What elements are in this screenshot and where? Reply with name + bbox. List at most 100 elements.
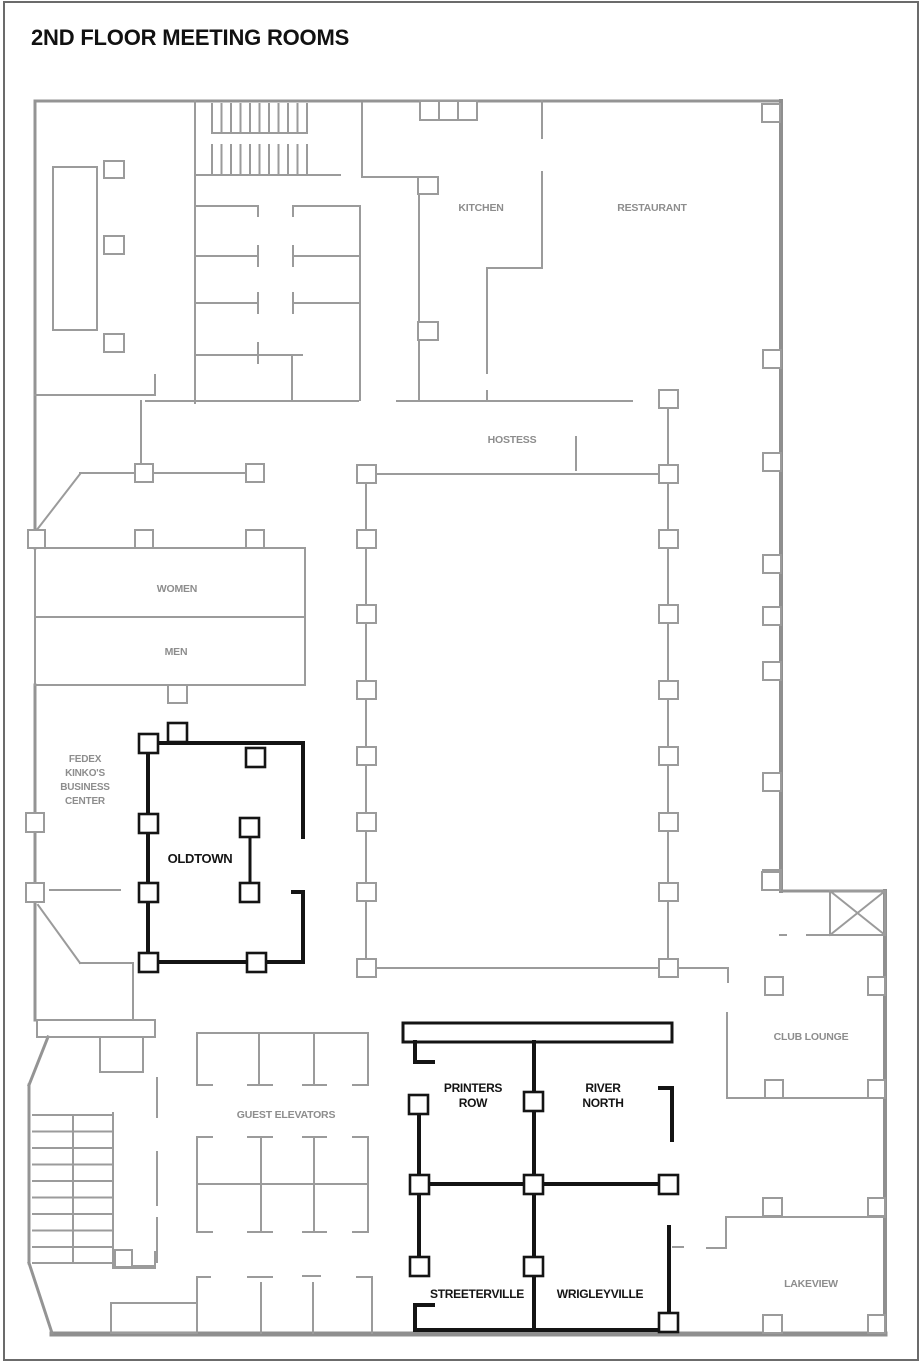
southwest-stairs-block [32, 1019, 198, 1334]
column [238, 881, 261, 904]
column [137, 732, 160, 755]
column [103, 160, 125, 179]
elevator-bank-south [196, 1275, 373, 1334]
oldtown-walls [146, 741, 305, 964]
column [658, 958, 679, 978]
column [407, 1093, 430, 1116]
column [103, 333, 125, 353]
base-building-columns [25, 100, 886, 1334]
column [356, 746, 377, 766]
column [761, 871, 781, 891]
column [658, 604, 679, 624]
column [658, 680, 679, 700]
stair-treads-north [211, 103, 308, 175]
lakeview-walls [672, 1216, 886, 1249]
south-meeting-rooms [401, 1021, 680, 1334]
column [658, 812, 679, 832]
room-label-oldtown: OLDTOWN [168, 851, 233, 866]
column [762, 554, 782, 574]
column [245, 529, 265, 549]
column [245, 463, 265, 483]
club-lounge-walls [726, 889, 887, 1099]
column [137, 812, 160, 835]
stair-landing [36, 1019, 156, 1038]
wall-lakeview [672, 1216, 886, 1249]
wall-west [27, 99, 54, 1335]
column [137, 951, 160, 974]
column [867, 1079, 886, 1099]
column [417, 321, 439, 341]
room-label-river-north: RIVER NORTH [582, 1081, 623, 1110]
column [419, 100, 440, 121]
column [522, 1173, 545, 1196]
guest-elevators-bank [196, 1032, 373, 1334]
column [137, 881, 160, 904]
column [762, 606, 782, 626]
restroom-corridor-west [34, 472, 306, 1021]
column [25, 812, 45, 833]
room-label-wrigleyville: WRIGLEYVILLE [557, 1287, 644, 1301]
column [762, 349, 782, 369]
room-label-guest-elevators: GUEST ELEVATORS [237, 1109, 336, 1121]
column [658, 464, 679, 484]
printers-row-line-1: PRINTERS [444, 1081, 503, 1095]
column [764, 976, 784, 996]
column [658, 529, 679, 549]
room-label-men: MEN [165, 646, 188, 658]
column [356, 882, 377, 902]
room-label-lakeview: LAKEVIEW [784, 1278, 838, 1290]
column [762, 1197, 783, 1217]
column [762, 661, 782, 681]
column [134, 463, 154, 483]
wall-stair-east [112, 1112, 156, 1269]
ballroom-column-lines [365, 389, 729, 969]
wall-corridor-diagonal [34, 472, 257, 533]
column [166, 721, 189, 744]
column [244, 746, 267, 769]
elevator-bank-north [196, 1032, 369, 1086]
column [417, 176, 439, 195]
shaft-x-brace [828, 889, 887, 937]
room-label-hostess: HOSTESS [488, 434, 537, 446]
column [522, 1255, 545, 1278]
room-label-restaurant: RESTAURANT [617, 202, 687, 214]
sw-closet [99, 1036, 144, 1073]
river-north-line-1: RIVER [585, 1081, 621, 1095]
column [438, 100, 459, 121]
base-building-walls [27, 99, 888, 1337]
column [762, 1314, 783, 1334]
column [356, 680, 377, 700]
column [522, 1090, 545, 1113]
column [238, 816, 261, 839]
fedex-line-2: KINKO'S [65, 768, 105, 779]
column [457, 100, 478, 121]
column [27, 529, 46, 549]
oldtown-room [137, 721, 305, 974]
column [761, 103, 781, 123]
service-room-partitions [194, 205, 361, 401]
column [764, 1079, 784, 1099]
room-label-club-lounge: CLUB LOUNGE [774, 1031, 849, 1043]
column [657, 1311, 680, 1334]
fedex-line-1: FEDEX [69, 754, 102, 765]
column [25, 882, 45, 903]
ballroom-outline [365, 389, 729, 969]
column [658, 389, 679, 409]
room-label-printers-row: PRINTERS ROW [444, 1081, 503, 1110]
page-title: 2ND FLOOR MEETING ROOMS [31, 25, 349, 50]
south-vestibule [110, 1302, 198, 1334]
column [134, 529, 154, 549]
wall-club-lounge [726, 967, 886, 1099]
column [103, 235, 125, 255]
room-label-kitchen: KITCHEN [458, 202, 503, 214]
fedex-line-4: CENTER [65, 796, 106, 807]
elevator-bank-middle [196, 1136, 369, 1233]
wall-kitchen-west [361, 102, 420, 402]
room-label-women: WOMEN [157, 583, 197, 595]
wall-kitchen-east [486, 100, 543, 402]
column [762, 772, 782, 792]
column [762, 452, 782, 472]
sw-shaft-small [114, 1249, 133, 1268]
